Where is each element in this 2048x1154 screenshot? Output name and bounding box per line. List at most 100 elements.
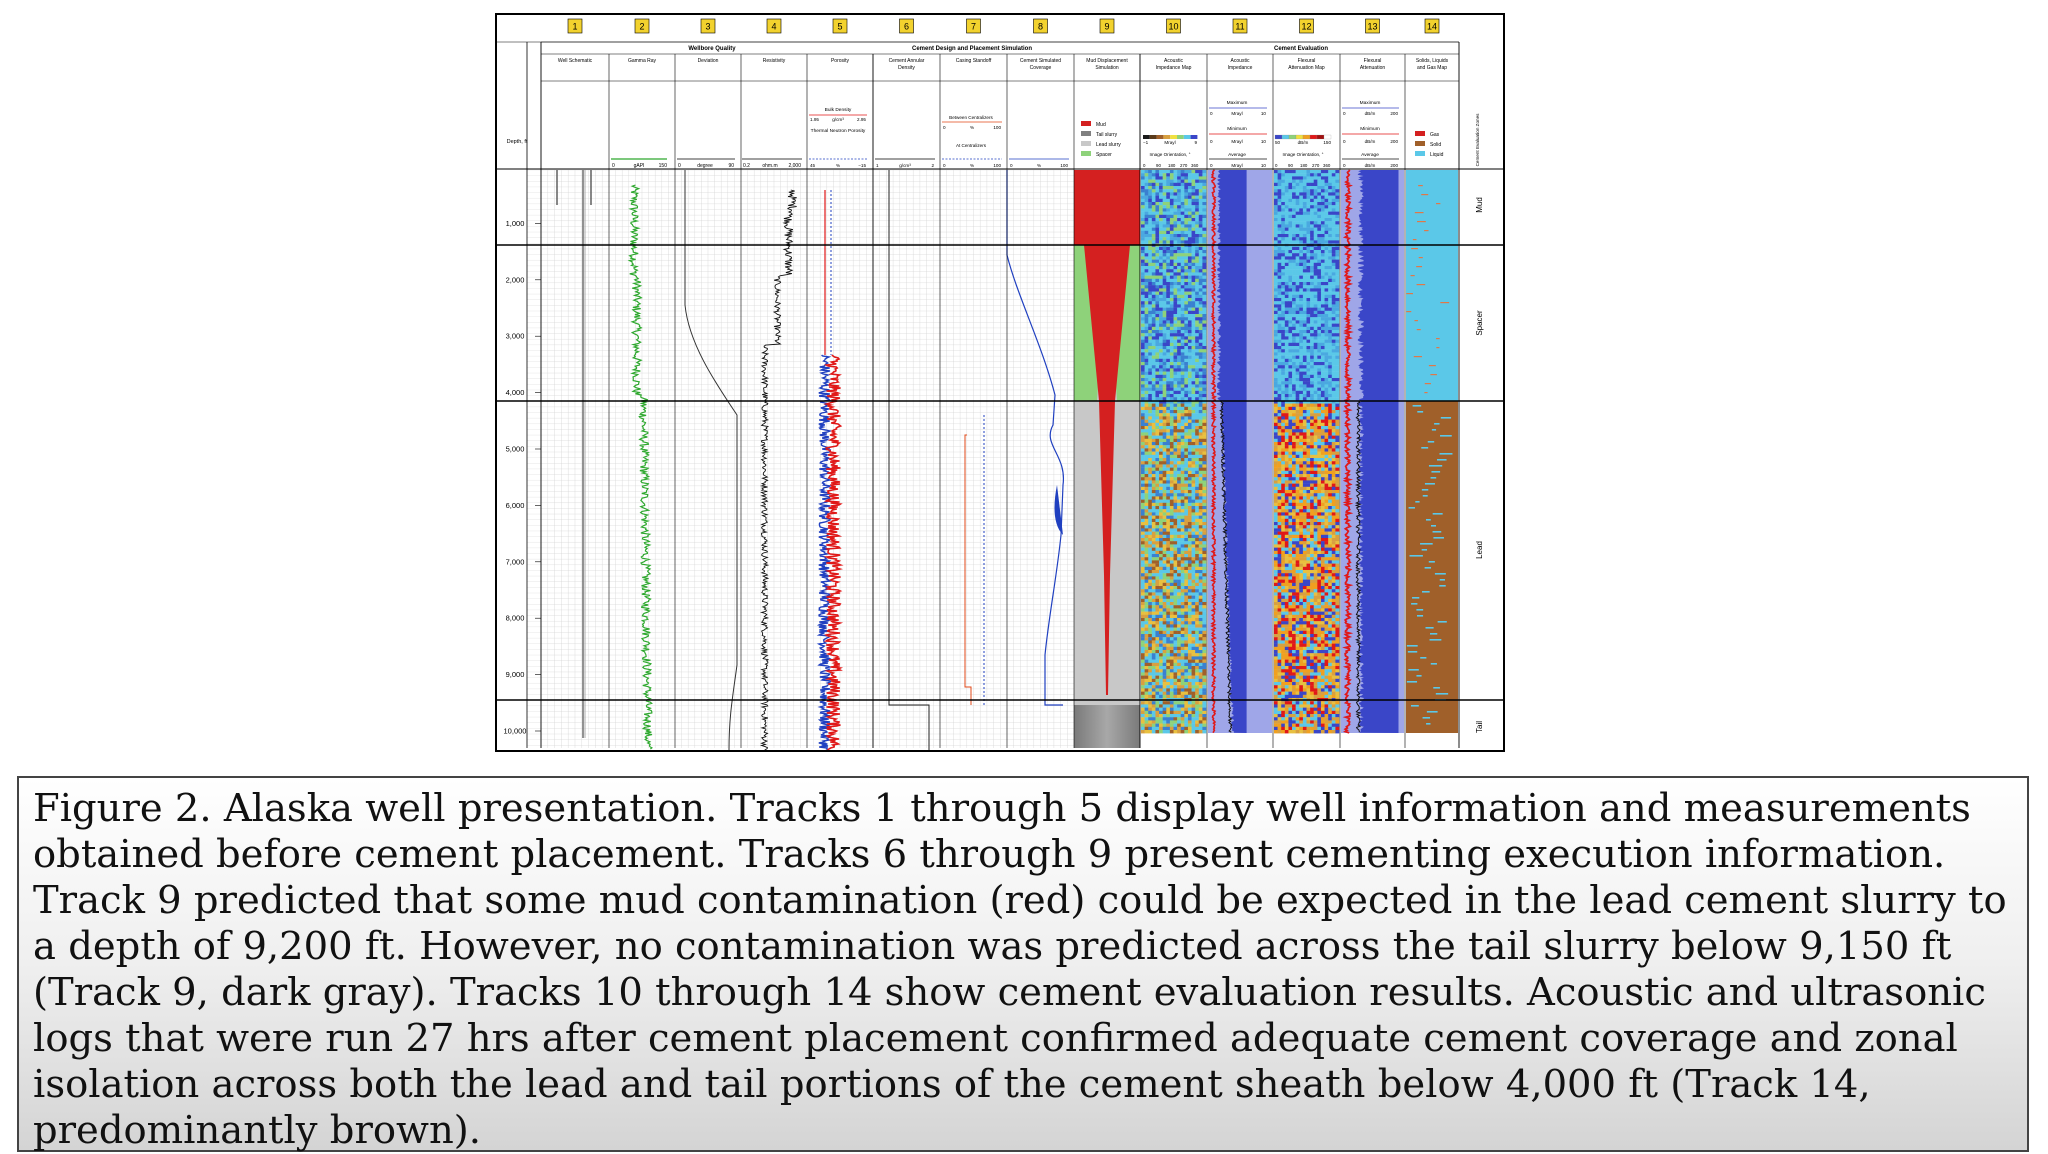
acoustic-impedance-map-cell [1174, 493, 1178, 496]
acoustic-impedance-map-cell [1145, 570, 1149, 573]
group-title-wellbore-quality: Wellbore Quality [688, 46, 736, 52]
acoustic-impedance-map-cell [1195, 551, 1199, 554]
acoustic-impedance-map-cell [1148, 445, 1152, 448]
acoustic-impedance-map-cell [1188, 730, 1192, 733]
acoustic-impedance-map-cell [1163, 266, 1167, 269]
acoustic-impedance-map-cell [1163, 388, 1167, 391]
flexural-attenuation-map-cell [1292, 260, 1296, 263]
acoustic-impedance-map-cell [1192, 221, 1196, 224]
acoustic-impedance-map-cell [1141, 522, 1145, 525]
acoustic-impedance-map-cell [1148, 496, 1152, 499]
acoustic-impedance-map-cell [1177, 391, 1181, 394]
acoustic-impedance-map-cell [1202, 612, 1206, 615]
acoustic-impedance-map-cell [1195, 503, 1199, 506]
acoustic-impedance-map-cell [1159, 685, 1163, 688]
fa-image-orientation-title: Image Orientation, ° [1283, 152, 1324, 157]
grid-track-6 [873, 170, 940, 748]
bulk-density-max: 2.95 [857, 117, 866, 122]
acoustic-impedance-map-cell [1188, 388, 1192, 391]
acoustic-impedance-map-cell [1192, 717, 1196, 720]
acoustic-impedance-map-cell [1145, 215, 1149, 218]
acoustic-impedance-map-cell [1174, 340, 1178, 343]
acoustic-impedance-map-cell [1184, 666, 1188, 669]
acoustic-impedance-map-cell [1163, 631, 1167, 634]
acoustic-impedance-map-cell [1188, 186, 1192, 189]
flexural-attenuation-map-cell [1296, 180, 1300, 183]
coverage-track [1007, 170, 1063, 705]
acoustic-impedance-map-cell [1188, 605, 1192, 608]
acoustic-impedance-map-cell [1148, 695, 1152, 698]
acoustic-impedance-map-cell [1177, 471, 1181, 474]
flexural-attenuation-map-cell [1335, 208, 1339, 211]
acoustic-impedance-map-cell [1199, 282, 1203, 285]
acoustic-impedance-map-cell [1152, 221, 1156, 224]
flexural-attenuation-map-cell [1321, 279, 1325, 282]
acoustic-impedance-map-cell [1188, 436, 1192, 439]
acoustic-impedance-map-cell [1163, 487, 1167, 490]
flexural-attenuation-map-cell [1303, 263, 1307, 266]
acoustic-impedance-map-cell [1192, 461, 1196, 464]
acoustic-impedance-map-cell [1199, 570, 1203, 573]
acoustic-impedance-map-cell [1192, 688, 1196, 691]
acoustic-impedance-map-cell [1174, 464, 1178, 467]
acoustic-impedance-map-cell [1184, 343, 1188, 346]
flexural-attenuation-map-cell [1317, 234, 1321, 237]
acoustic-impedance-map-cell [1192, 570, 1196, 573]
acoustic-impedance-map-cell [1195, 285, 1199, 288]
acoustic-impedance-map-cell [1141, 298, 1145, 301]
flexural-attenuation-map-cell [1335, 205, 1339, 208]
standoff-between-min: 0 [943, 125, 946, 130]
acoustic-impedance-map-cell [1181, 336, 1185, 339]
acoustic-impedance-map-cell [1177, 484, 1181, 487]
acoustic-impedance-map-cell [1195, 442, 1199, 445]
acoustic-impedance-map-cell [1155, 637, 1159, 640]
acoustic-impedance-map-cell [1192, 528, 1196, 531]
acoustic-impedance-map-cell [1141, 247, 1145, 250]
acoustic-impedance-map-cell [1195, 362, 1199, 365]
acoustic-impedance-map-cell [1202, 292, 1206, 295]
flexural-attenuation-map-cell [1335, 228, 1339, 231]
acoustic-impedance-map-cell [1181, 525, 1185, 528]
acoustic-impedance-map-cell [1181, 330, 1185, 333]
acoustic-impedance-map-cell [1166, 672, 1170, 675]
acoustic-impedance-map-cell [1188, 692, 1192, 695]
acoustic-impedance-map-cell [1155, 391, 1159, 394]
acoustic-impedance-map-cell [1188, 362, 1192, 365]
acoustic-impedance-map-cell [1177, 464, 1181, 467]
acoustic-impedance-map-cell [1148, 704, 1152, 707]
acoustic-impedance-map-cell [1174, 237, 1178, 240]
acoustic-impedance-map-cell [1152, 288, 1156, 291]
acoustic-impedance-map-cell [1152, 384, 1156, 387]
acoustic-impedance-map-cell [1192, 653, 1196, 656]
acoustic-impedance-map-cell [1184, 208, 1188, 211]
acoustic-impedance-map-cell [1159, 522, 1163, 525]
acoustic-impedance-map-cell [1184, 586, 1188, 589]
acoustic-impedance-map-cell [1141, 253, 1145, 256]
fa-orient-360: 360 [1323, 163, 1331, 168]
flexural-attenuation-map-cell [1303, 192, 1307, 195]
acoustic-impedance-map-cell [1202, 263, 1206, 266]
acoustic-impedance-map-cell [1163, 666, 1167, 669]
acoustic-impedance-map-cell [1181, 666, 1185, 669]
flexural-attenuation-map-cell [1314, 199, 1318, 202]
acoustic-impedance-map-cell [1181, 349, 1185, 352]
acoustic-impedance-map-cell [1141, 202, 1145, 205]
acoustic-impedance-map-cell [1166, 368, 1170, 371]
acoustic-impedance-map-cell [1145, 340, 1149, 343]
flexural-attenuation-map-cell [1274, 221, 1278, 224]
acoustic-impedance-map-cell [1199, 615, 1203, 618]
acoustic-impedance-map-cell [1145, 221, 1149, 224]
acoustic-impedance-map-cell [1188, 461, 1192, 464]
acoustic-impedance-map-cell [1174, 336, 1178, 339]
acoustic-impedance-map-cell [1152, 266, 1156, 269]
acoustic-impedance-map-cell [1188, 493, 1192, 496]
acoustic-impedance-map-cell [1145, 240, 1149, 243]
acoustic-impedance-map-cell [1199, 650, 1203, 653]
acoustic-impedance-map-cell [1188, 560, 1192, 563]
acoustic-impedance-map-cell [1163, 557, 1167, 560]
acoustic-impedance-map-cell [1145, 365, 1149, 368]
flexural-attenuation-map-cell [1285, 205, 1289, 208]
acoustic-impedance-map-cell [1163, 212, 1167, 215]
flexural-attenuation-map-cell [1325, 208, 1329, 211]
flexural-attenuation-map-cell [1335, 218, 1339, 221]
